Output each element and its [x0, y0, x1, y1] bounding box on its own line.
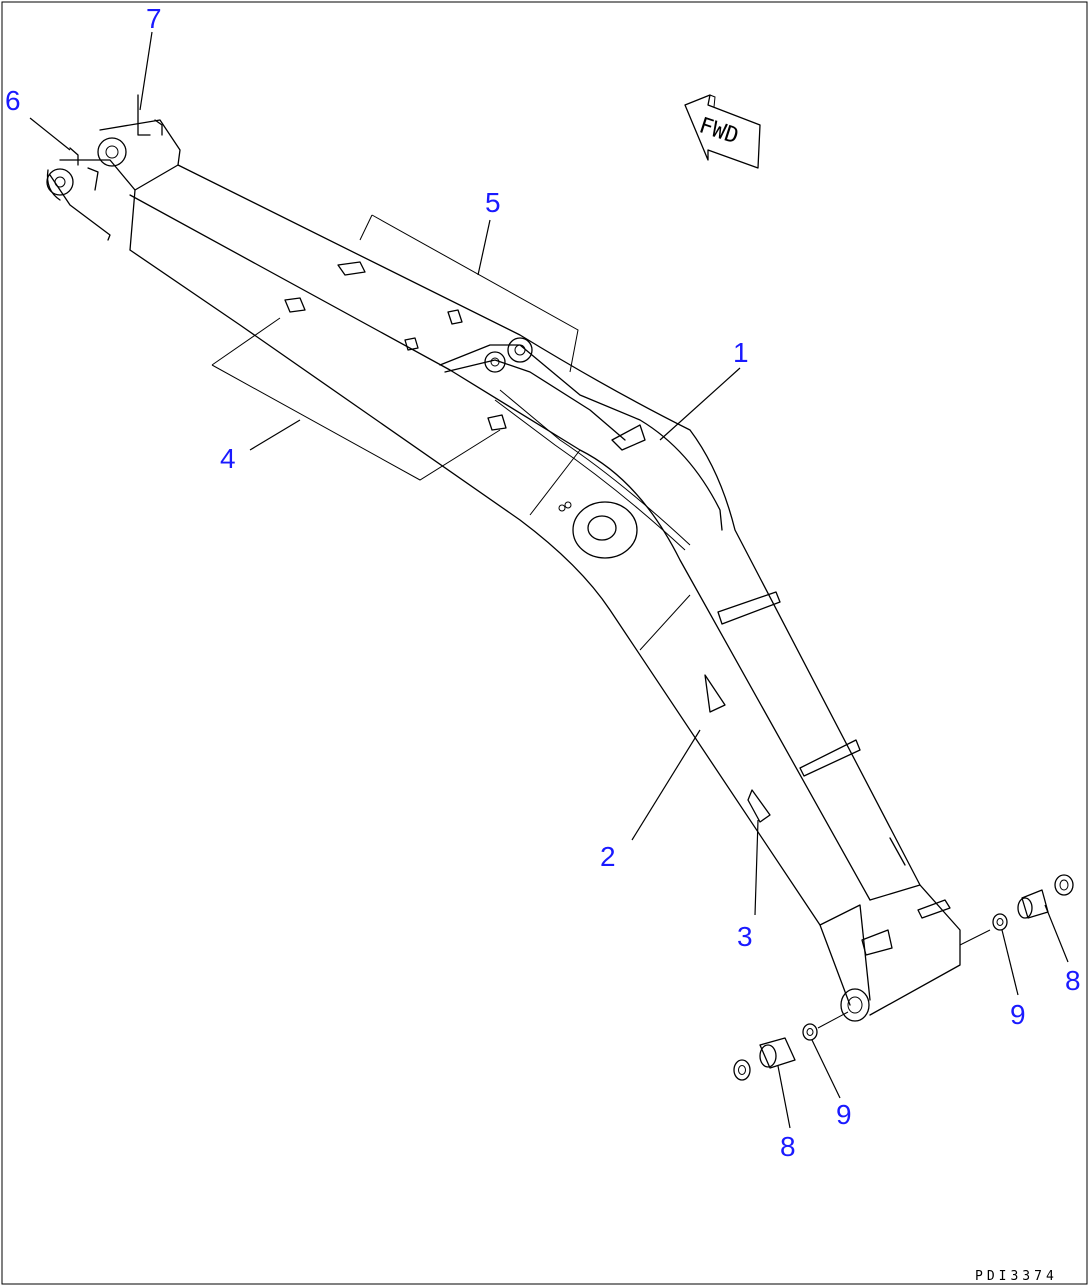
callout-6: 6 — [5, 85, 21, 116]
callout-8-left: 8 — [780, 1131, 796, 1162]
foot-pin-parts — [733, 874, 1074, 1081]
fwd-label: FWD — [696, 113, 742, 149]
callout-9-right: 9 — [1010, 999, 1026, 1030]
hose-clamps — [704, 591, 951, 956]
callout-8-right: 8 — [1065, 965, 1081, 996]
callout-4: 4 — [220, 443, 236, 474]
clips-4-5 — [211, 214, 579, 481]
drawing-code: PDI3374 — [975, 1269, 1058, 1284]
callout-3: 3 — [737, 921, 753, 952]
fwd-arrow-icon: FWD — [684, 94, 761, 169]
hose-piping — [439, 337, 723, 551]
callout-1: 1 — [733, 337, 749, 368]
callout-2: 2 — [600, 841, 616, 872]
callout-5: 5 — [485, 187, 501, 218]
callout-9-left: 9 — [836, 1099, 852, 1130]
boom-body — [46, 94, 991, 1022]
leader-lines — [29, 31, 1069, 1129]
callout-7: 7 — [146, 3, 162, 34]
